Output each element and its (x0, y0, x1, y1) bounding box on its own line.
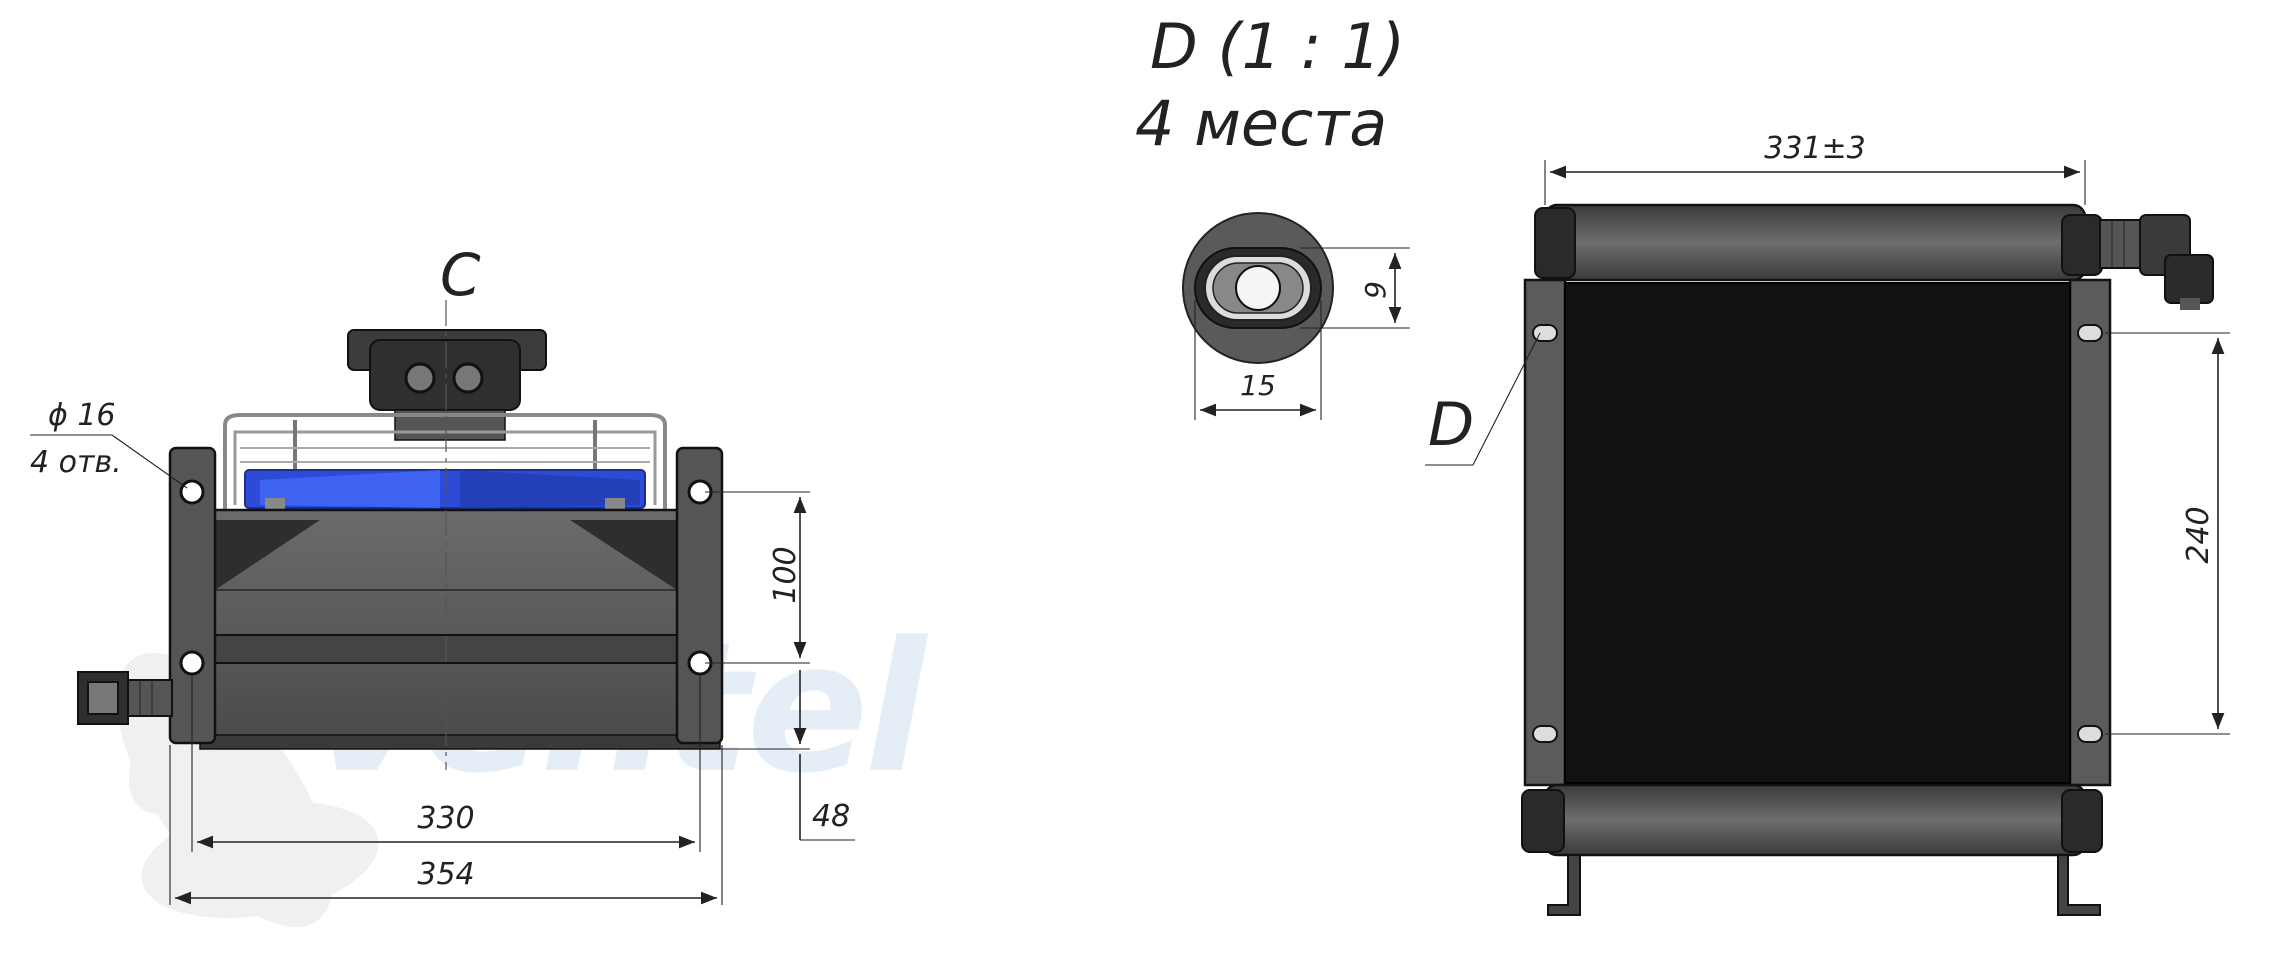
dimension-331: 331±3 (1544, 131, 2086, 205)
view-label-d: D (1428, 390, 1474, 460)
right-mounting-bracket (675, 446, 724, 745)
side-view: D 331±3 240 (1425, 131, 2230, 916)
hole-diameter-label: ϕ 16 (48, 398, 116, 433)
detail-subtitle: 4 места (1135, 87, 1387, 160)
dimension-330: 330 (191, 675, 701, 852)
dimension-15: 15 (1194, 300, 1322, 420)
top-tank (1534, 203, 2103, 282)
mounting-hole (179, 479, 205, 505)
dim-slot-height-label: 9 (1359, 281, 1392, 299)
detail-view: D (1 : 1) 4 места 9 15 (1135, 10, 1410, 420)
mounting-hole (179, 650, 205, 676)
hole-count-label: 4 отв. (30, 445, 122, 480)
dimension-100: 100 (705, 491, 810, 664)
motor-hub (347, 329, 547, 441)
right-side-frame (2068, 278, 2112, 787)
dim-hole-spacing-label: 240 (2181, 506, 2216, 563)
slot-detail (1182, 212, 1334, 364)
dim-slot-width-label: 15 (1240, 369, 1276, 402)
radiator-core (1564, 282, 2071, 784)
detail-title: D (1 : 1) (1150, 10, 1405, 83)
detail-callout-d: D (1425, 332, 1541, 466)
pipe-fitting-right (2099, 214, 2214, 310)
front-view: C (30, 241, 855, 905)
radiator-body-front (199, 508, 721, 750)
dimension-48: 48 (720, 670, 855, 841)
mounting-slots (1532, 324, 2103, 743)
feet (1547, 854, 2101, 916)
dim-base-label: 48 (812, 799, 850, 834)
bottom-tank (1521, 783, 2103, 857)
pipe-fitting-left (77, 671, 173, 725)
fan-blades (244, 469, 646, 512)
dim-outer-width-label: 354 (417, 857, 474, 892)
dim-top-width-label: 331±3 (1764, 131, 1865, 166)
dimension-240: 240 (2105, 332, 2230, 735)
left-side-frame (1523, 278, 1567, 787)
view-label-c: C (440, 241, 481, 309)
hole-callout: ϕ 16 4 отв. (30, 398, 188, 489)
dimension-354: 354 (169, 745, 723, 905)
dim-height-label: 100 (768, 546, 803, 603)
fan-guard (223, 413, 667, 510)
dimension-9: 9 (1300, 247, 1410, 329)
dim-inner-width-label: 330 (417, 801, 474, 836)
